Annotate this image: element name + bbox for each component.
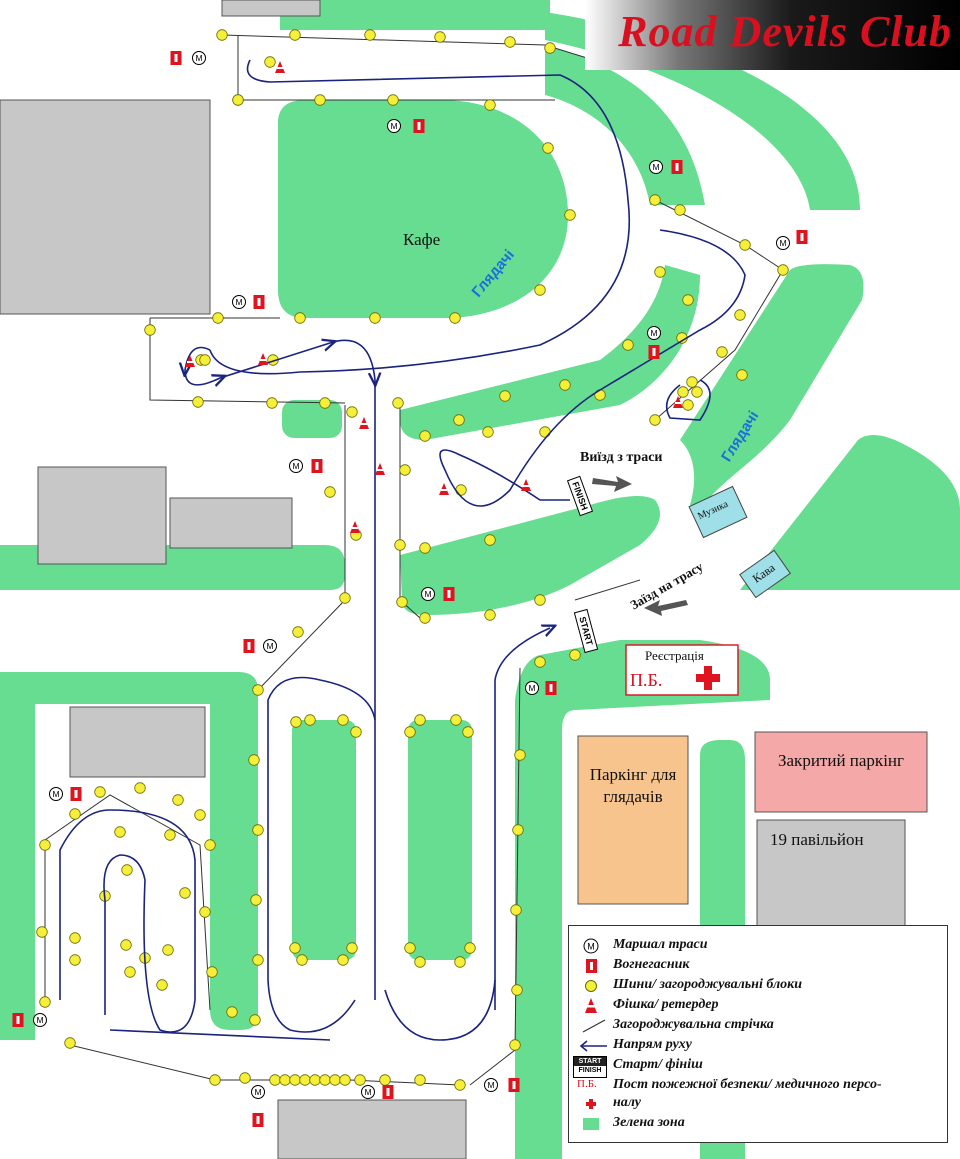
svg-text:M: M (266, 641, 273, 651)
legend-start-text: START (574, 1057, 606, 1066)
coffee-box (739, 549, 791, 599)
legend-item-fire-post: П.Б. Пост пожежної безпеки/ медичного пе… (569, 1076, 947, 1096)
pavilion-label: 19 павільйон (770, 830, 864, 849)
cones (185, 61, 683, 533)
cafe-label: Кафе (403, 230, 441, 249)
spectator-parking (577, 735, 689, 905)
marshal-and-extinguisher-marks: M M M M M M M M M M M M M M M (12, 51, 808, 1127)
svg-text:M: M (390, 121, 397, 131)
buildings (0, 0, 906, 1159)
legend-label: Шини/ загороджувальні блоки (613, 977, 803, 992)
extinguisher-icon (577, 956, 611, 976)
svg-text:M: M (195, 53, 202, 63)
registration-box (625, 644, 739, 696)
svg-text:M: M (235, 297, 242, 307)
legend-finish-text: FINISH (578, 1067, 602, 1074)
driving-line (59, 59, 746, 1041)
svg-text:M: M (652, 162, 659, 172)
legend-fire-post-text: П.Б. (577, 1078, 597, 1090)
legend-item-direction: Напрям руху (569, 1036, 947, 1056)
legend-label: Старт/ фініш (613, 1057, 703, 1072)
green-zone-icon (577, 1114, 611, 1134)
svg-text:M: M (364, 1087, 371, 1097)
legend-item-cone: Фішка/ ретердер (569, 996, 947, 1016)
closed-parking-label: Закритий паркінг (778, 751, 904, 770)
direction-arrow-icon (577, 1036, 611, 1056)
legend-item-start-finish: START FINISH Старт/ фініш (569, 1056, 947, 1078)
exit-arrow-icon (592, 476, 632, 492)
legend-item-green-zone: Зелена зона (569, 1114, 947, 1134)
svg-text:M: M (650, 328, 657, 338)
svg-text:M: M (292, 461, 299, 471)
cone-icon (577, 996, 611, 1016)
svg-text:M: M (52, 789, 59, 799)
legend-item-tape: Загороджувальна стрічка (569, 1016, 947, 1036)
legend-label: Вогнегасник (613, 957, 690, 972)
svg-text:M: M (779, 238, 786, 248)
legend-item-marshal: M Маршал траси (569, 936, 947, 956)
map-legend: M Маршал траси Вогнегасник Шини/ загород… (568, 925, 948, 1143)
legend-label: Напрям руху (613, 1037, 692, 1052)
tape-icon (577, 1016, 611, 1036)
marshal-icon: M (577, 936, 611, 956)
svg-text:M: M (528, 683, 535, 693)
medical-cross-icon (695, 665, 721, 691)
legend-label: Зелена зона (613, 1115, 685, 1130)
music-box (688, 485, 748, 539)
svg-text:M: M (424, 589, 431, 599)
tire-icon (577, 976, 611, 996)
svg-text:M: M (487, 1080, 494, 1090)
legend-item-tire: Шини/ загороджувальні блоки (569, 976, 947, 996)
legend-label: Загороджувальна стрічка (613, 1017, 774, 1032)
legend-label: Маршал траси (613, 937, 708, 952)
svg-text:M: M (254, 1087, 261, 1097)
legend-item-medical: налу (569, 1094, 947, 1114)
fire-post-icon: П.Б. (577, 1078, 611, 1098)
legend-label: Пост пожежної безпеки/ медичного персо- (613, 1077, 882, 1092)
spectator-parking-label: Паркінг для глядачів (589, 765, 677, 806)
exit-label: Виїзд з траси (580, 450, 663, 465)
banner-title: Road Devils Club (618, 7, 952, 56)
start-finish-icon: START FINISH (573, 1056, 607, 1078)
fire-post-label: П.Б. (630, 670, 663, 690)
entry-arrow-icon (644, 600, 688, 616)
legend-label: Фішка/ ретердер (613, 997, 719, 1012)
svg-text:M: M (587, 942, 595, 952)
club-banner: Road Devils Club (585, 0, 960, 70)
closed-parking (754, 731, 928, 813)
svg-text:M: M (36, 1015, 43, 1025)
tire-barriers (36, 29, 789, 1091)
legend-label: налу (613, 1095, 641, 1110)
registration-label: Реєстрація (645, 648, 704, 663)
legend-item-extinguisher: Вогнегасник (569, 956, 947, 976)
medical-cross-icon (577, 1094, 611, 1114)
